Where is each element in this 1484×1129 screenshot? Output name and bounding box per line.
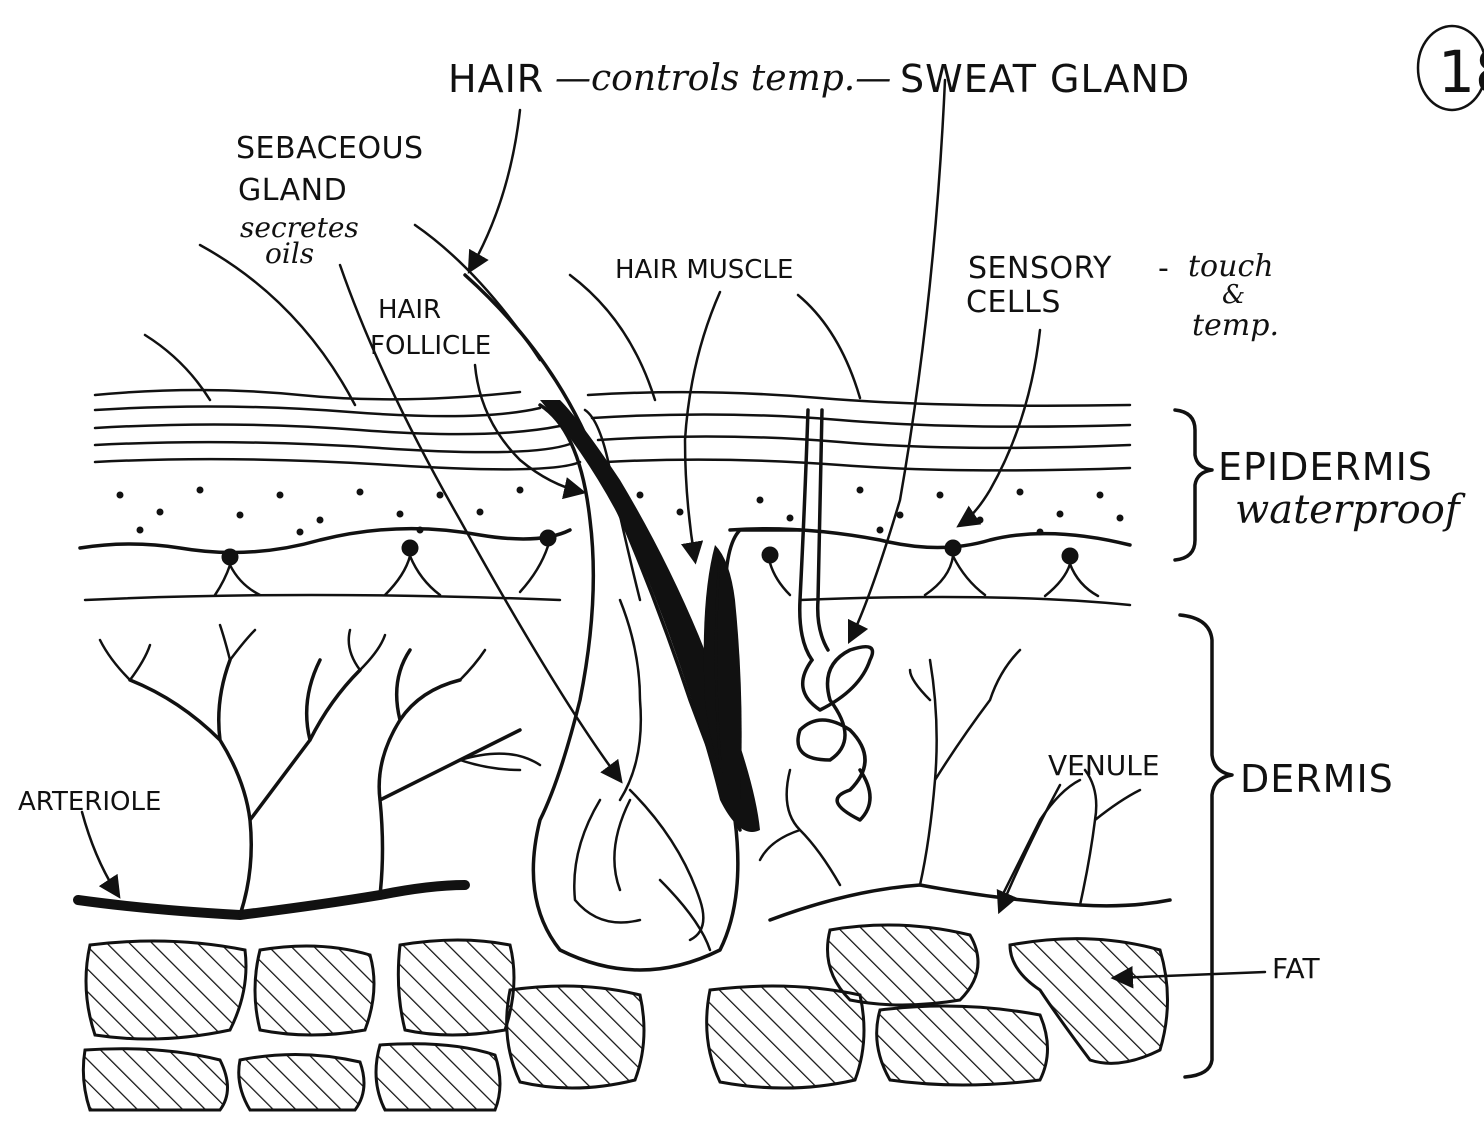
label-amp: & [1222,280,1245,310]
fat-leader [1110,966,1267,989]
label-arteriole: ARTERIOLE [18,787,161,817]
label-controls-temp: —controls temp.— [555,58,891,99]
follicle-leader [473,363,587,500]
sweat-coil [796,644,875,822]
arteriole-vessels [73,623,542,921]
label-secretes: secretes [240,211,359,244]
hair-shaft-fill [540,400,760,832]
sweat-gland-leader [847,78,947,645]
sebaceous-leader [413,223,542,362]
label-sensory-dash: - [1158,251,1169,286]
label-hair: HAIR [448,57,544,101]
hair-shaft [463,273,742,832]
leader-lines [80,78,1267,989]
hair-follicle [463,273,802,972]
dermis-brace [1178,613,1234,1079]
label-temp: temp. [1192,308,1279,343]
sensory-cells [213,529,1100,598]
sweat-duct-left [798,408,814,662]
page-number: 18 [1438,38,1484,106]
label-sensory-1: SENSORY [968,251,1112,286]
label-follicle-2: FOLLICLE [370,331,491,361]
page-number-circle [1416,24,1484,112]
hair-muscle-leader [680,290,722,565]
basal-layer-left [78,526,572,555]
label-dermis: DERMIS [1240,757,1394,801]
venule-main [768,883,1172,922]
label-hair-muscle: HAIR MUSCLE [615,255,793,285]
venule-vessels [758,648,1172,922]
epidermis-base-right [798,595,1132,607]
label-epidermis: EPIDERMIS [1218,445,1433,489]
epidermis-layers [78,388,1132,607]
label-sweat-gland: SWEAT GLAND [900,57,1190,101]
label-sensory-2: CELLS [966,285,1061,320]
epidermis-base-left [83,593,562,602]
label-follicle-1: HAIR [378,295,441,325]
venule-leader [996,783,1062,915]
sweat-duct-right [815,408,830,652]
page-number-badge: 18 [1416,24,1484,112]
skin-surface-left [93,388,522,401]
label-fat: FAT [1272,952,1321,985]
arteriole-main [73,880,470,921]
skin-surface-right [586,390,1132,407]
label-sebaceous-1: SEBACEOUS [236,131,424,166]
arteriole-leader [80,810,121,899]
sweat-gland [796,408,875,822]
fat-cells [81,923,1169,1112]
epidermis-brace [1173,408,1214,562]
label-waterproof: waterproof [1235,487,1466,533]
sensory-leader [956,328,1042,528]
hair-leader [467,108,522,274]
label-touch: touch [1188,249,1274,284]
hair-muscle [703,545,742,800]
braces [1173,408,1234,1079]
labels: HAIR —controls temp.— SWEAT GLAND SEBACE… [18,57,1466,985]
label-oils: oils [265,237,314,270]
secretes-leader [338,263,623,784]
label-venule: VENULE [1048,749,1160,782]
surface-hairs [143,243,862,407]
label-sebaceous-2: GLAND [238,173,347,208]
